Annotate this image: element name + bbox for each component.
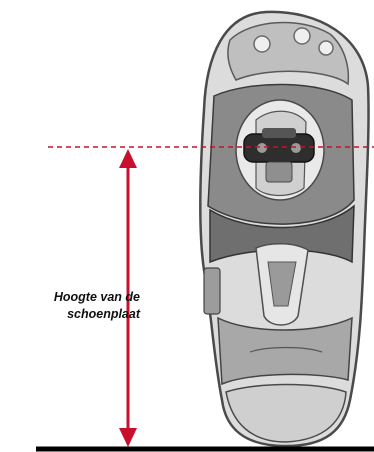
buckle	[204, 268, 220, 314]
cleat-height-label-line-2: schoenplaat	[4, 306, 140, 322]
toe-stud	[294, 28, 310, 44]
toe-stud	[254, 36, 270, 52]
toe-stud	[319, 41, 333, 55]
cleat-height-label-line-1: Hoogte van de	[4, 289, 140, 305]
cycling-shoe-sole-icon	[200, 12, 368, 446]
